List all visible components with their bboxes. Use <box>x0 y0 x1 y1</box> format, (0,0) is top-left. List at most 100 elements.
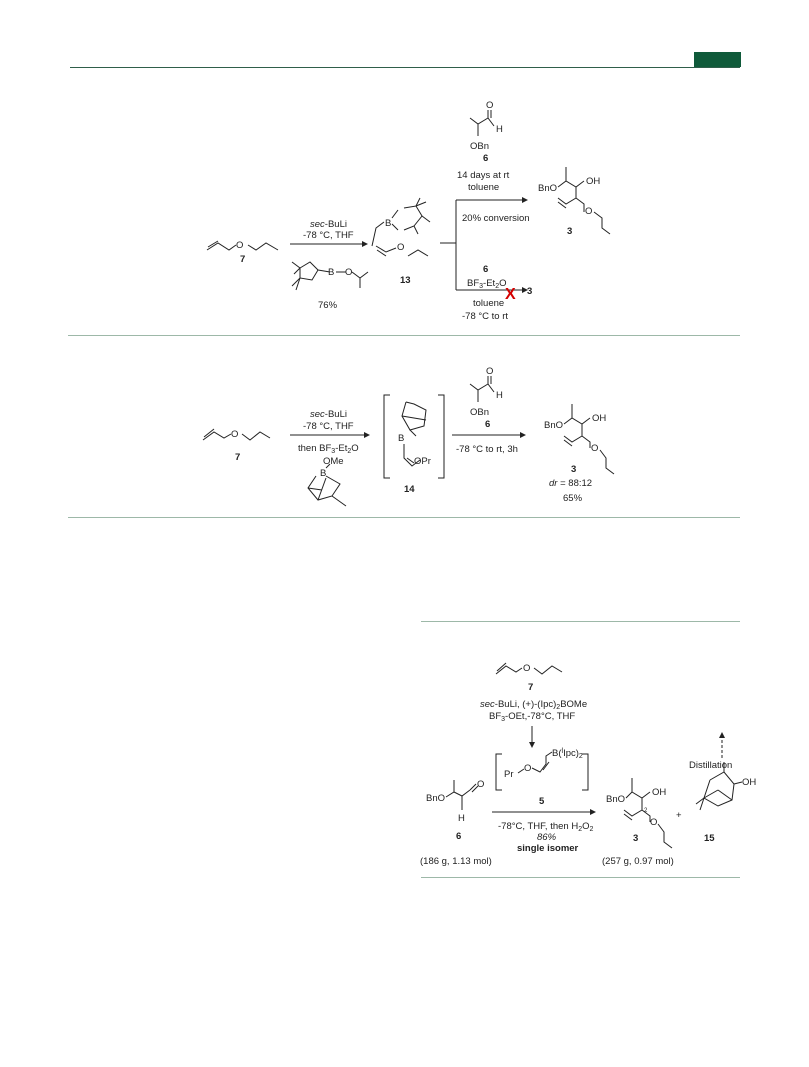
atom-o: O <box>524 763 531 774</box>
aldehyde-amount: (186 g, 1.13 mol) <box>420 856 492 867</box>
atom-o: O <box>585 206 592 217</box>
bottom-condition-2: -78 °C to rt <box>462 311 508 322</box>
product-3-structure: BnO OH O <box>544 404 615 475</box>
reagent-sec: sec <box>310 219 325 230</box>
reagent-rest: -BuLi, (+)-(Ipc) <box>495 699 557 710</box>
bottom-reagent-label: 6 <box>483 264 488 275</box>
yield-76: 76% <box>318 300 338 311</box>
intermediate-opr: OPr <box>414 456 431 467</box>
boron-l: l <box>562 748 564 755</box>
compound-5-structure: O <box>517 751 553 774</box>
svg-text:B(lIpc)2: B(lIpc)2 <box>552 748 583 760</box>
product-bno: BnO <box>538 183 557 194</box>
atom-o: O <box>397 242 404 253</box>
arrowhead <box>362 241 368 247</box>
compound-5-label: 5 <box>539 796 545 807</box>
reagent-bf: BF <box>489 711 501 722</box>
product-amount: (257 g, 0.97 mol) <box>602 856 674 867</box>
aldehyde-6-structure: O H <box>469 100 503 136</box>
compound-6-label: 6 <box>483 153 488 164</box>
cond-then-sub2: 2 <box>347 448 351 455</box>
svg-text:sec-BuLi: sec-BuLi <box>310 409 347 420</box>
scheme-divider-2 <box>68 517 740 518</box>
compound-7-structure: O <box>495 662 563 675</box>
atom-o: O <box>650 817 657 828</box>
reagent-bf-rest: -OEt,-78°C, THF <box>505 711 575 722</box>
scheme-2: O 7 sec-BuLi -78 °C, THF then BF3-Et2O O… <box>202 366 615 507</box>
arrowhead <box>520 432 526 438</box>
atom-b: B <box>320 468 326 479</box>
scheme-1: O 7 sec-BuLi -78 °C, THF B O 76% B <box>206 100 611 322</box>
atom-o: O <box>486 366 493 377</box>
boron-b: B( <box>552 748 562 759</box>
reagent-end: BOMe <box>560 699 587 710</box>
cond-then-sub: 3 <box>331 448 335 455</box>
cond-then-o: O <box>351 443 358 454</box>
atom-o: O <box>345 267 352 278</box>
atom-h: H <box>458 813 465 824</box>
aldehyde-obn: OBn <box>470 407 489 418</box>
atom-b: B <box>398 433 404 444</box>
isopropoxy-pinacolborane-structure: B O <box>291 261 369 291</box>
scheme-divider-4 <box>421 877 740 878</box>
bf3-sub: 3 <box>479 283 483 290</box>
svg-text:then BF3-Et2O: then BF3-Et2O <box>298 443 359 455</box>
svg-text:BF3-Et2O: BF3-Et2O <box>467 278 506 290</box>
compound-7-label: 7 <box>235 452 240 463</box>
atom-o: O <box>486 100 493 111</box>
aldehyde-obn: OBn <box>470 141 489 152</box>
arrowhead <box>364 432 370 438</box>
atom-o: O <box>591 443 598 454</box>
cond-1-end: O <box>582 821 589 832</box>
boron-sub: 2 <box>579 753 583 760</box>
arrowhead <box>529 742 535 748</box>
scheme-divider-3 <box>421 621 740 622</box>
atom-o: O <box>477 779 484 790</box>
product-3-structure: BnO OH O <box>538 167 611 235</box>
aldehyde-6-structure: BnO O H <box>426 779 484 824</box>
selectivity: single isomer <box>517 843 579 854</box>
yield-86: 86% <box>537 832 557 843</box>
svg-text:BF3-OEt,-78°C, THF: BF3-OEt,-78°C, THF <box>489 711 575 723</box>
compound-13-label: 13 <box>400 275 411 286</box>
boron-pr: Pr <box>504 769 514 780</box>
cond-then: then BF <box>298 443 331 454</box>
compound-7-structure: O <box>202 428 271 441</box>
bottom-product-label: 3 <box>527 286 532 297</box>
et2o-o: O <box>499 278 506 289</box>
product-3-label: 3 <box>571 464 576 475</box>
compound-14-structure: B <box>398 401 427 467</box>
svg-text:dr = 88:12: dr = 88:12 <box>549 478 592 489</box>
compound-15-structure <box>695 762 743 811</box>
ome-label: OMe <box>323 456 344 467</box>
reaction-condition: -78 °C to rt, 3h <box>456 444 518 455</box>
distillation-label: Distillation <box>689 760 732 771</box>
compound-6-label: 6 <box>456 831 461 842</box>
top-conversion: 20% conversion <box>462 213 530 224</box>
aldehyde-6-structure: O H <box>469 366 503 402</box>
compound-7-structure: O <box>206 240 279 251</box>
yield-65: 65% <box>563 493 583 504</box>
top-condition-1: 14 days at rt <box>457 170 510 181</box>
product-oh: OH <box>586 176 600 187</box>
arrowhead <box>522 287 528 293</box>
product-bno: BnO <box>544 420 563 431</box>
bracket-right <box>438 394 445 479</box>
scheme-divider-1 <box>68 335 740 336</box>
condition-temp: -78 °C, THF <box>303 421 354 432</box>
reagent-sec: sec <box>310 409 325 420</box>
atom-b: B <box>328 267 334 278</box>
bracket-left <box>383 394 390 479</box>
boron-ipc: Ipc) <box>563 748 579 759</box>
atom-o: O <box>523 663 530 674</box>
compound-7-label: 7 <box>528 682 533 693</box>
compound-7-label: 7 <box>240 254 245 265</box>
product-3-structure: BnO OH O 2 <box>606 778 673 849</box>
et2o-sub: 2 <box>495 283 499 290</box>
arrowhead <box>522 197 528 203</box>
cond-1-sub: 2 <box>578 826 582 833</box>
header-rule <box>70 67 740 68</box>
compound-14-label: 14 <box>404 484 415 495</box>
bracket-right <box>582 753 589 791</box>
